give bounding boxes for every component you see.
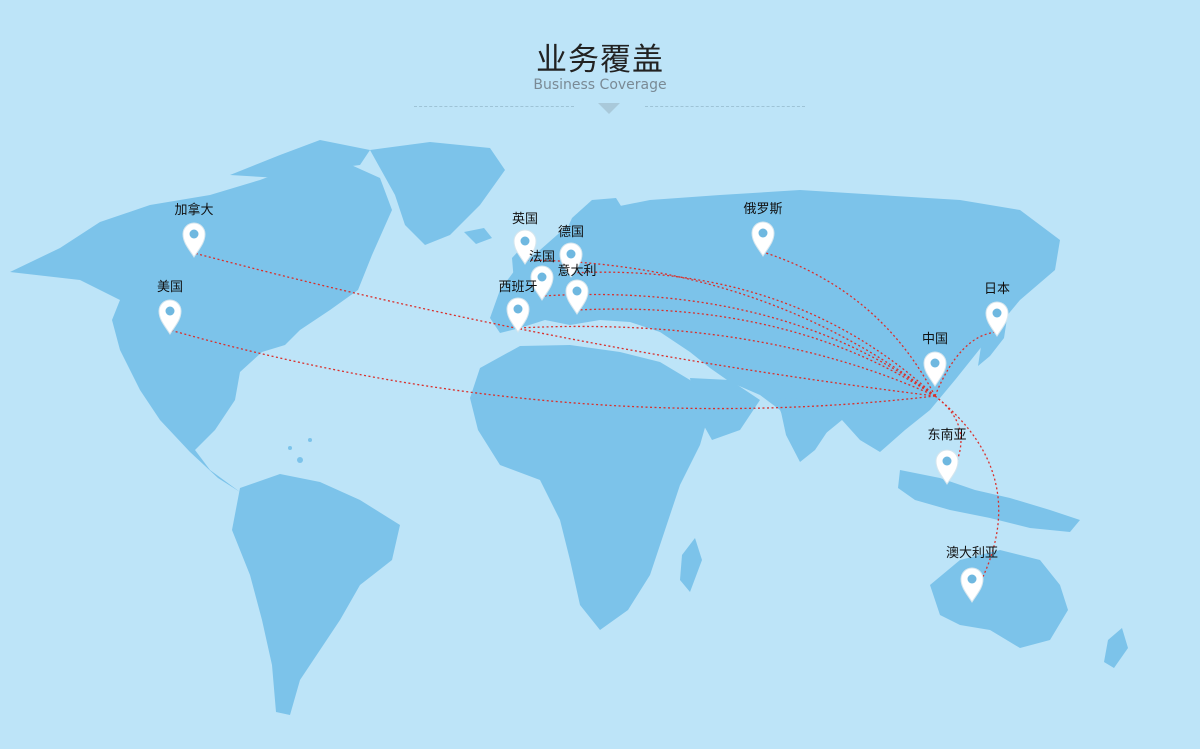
map-pin-dot — [758, 228, 768, 238]
land-new-zealand — [1104, 628, 1128, 668]
divider-left — [414, 106, 574, 107]
route-line-japan — [934, 331, 998, 397]
map-pin-dot — [165, 306, 175, 316]
route-line-sea — [934, 395, 962, 481]
land-madagascar — [680, 538, 702, 592]
land-masses — [10, 140, 1128, 715]
map-pin-icon-france[interactable] — [530, 265, 554, 301]
map-pin-dot — [537, 272, 547, 282]
map-pin-shape — [923, 351, 947, 387]
map-pin-icon-russia[interactable] — [751, 221, 775, 257]
map-pin-dot — [189, 229, 199, 239]
map-pin-dot — [942, 456, 952, 466]
location-label-hub: 中国 — [921, 332, 949, 347]
location-label-spain: 西班牙 — [498, 280, 538, 295]
land-se-asia-islands — [898, 470, 1080, 532]
map-pin-shape — [559, 242, 583, 278]
location-label-france: 法国 — [528, 250, 556, 265]
section-header: 业务覆盖 Business Coverage — [0, 0, 1200, 120]
route-line-france — [541, 293, 936, 397]
land-arctic-islands — [230, 140, 370, 178]
land-north-america — [10, 160, 392, 492]
map-pin-icon-usa[interactable] — [158, 299, 182, 335]
map-pin-dot — [992, 308, 1002, 318]
route-line-usa — [169, 329, 936, 410]
map-pin-icon-germany[interactable] — [559, 242, 583, 278]
land-caribbean-2 — [288, 446, 292, 450]
land-scandinavia — [560, 198, 626, 254]
map-pin-icon-hub[interactable] — [923, 351, 947, 387]
route-line-russia — [762, 251, 936, 397]
location-label-russia: 俄罗斯 — [743, 202, 783, 217]
land-iceland — [464, 228, 492, 244]
land-australia — [930, 550, 1068, 648]
location-label-germany: 德国 — [557, 225, 585, 240]
map-pin-shape — [506, 297, 530, 333]
location-label-usa: 美国 — [156, 280, 184, 295]
map-pin-icon-canada[interactable] — [182, 222, 206, 258]
map-pin-icon-japan[interactable] — [985, 301, 1009, 337]
land-africa — [470, 345, 710, 630]
location-markers — [158, 221, 1009, 603]
land-arabia — [690, 378, 760, 440]
location-label-uk: 英国 — [511, 212, 539, 227]
route-line-australia — [934, 395, 1000, 599]
land-greenland — [370, 142, 505, 245]
down-arrow-icon — [598, 103, 620, 114]
land-india — [778, 398, 835, 462]
land-south-america — [232, 474, 400, 715]
divider-right — [645, 106, 805, 107]
map-pin-dot — [520, 236, 530, 246]
location-label-sea: 东南亚 — [927, 428, 967, 443]
map-pin-icon-uk[interactable] — [513, 229, 537, 265]
route-lines — [169, 251, 1000, 599]
map-pin-shape — [935, 449, 959, 485]
location-label-australia: 澳大利亚 — [945, 546, 999, 561]
map-pin-dot — [967, 574, 977, 584]
map-pin-dot — [566, 249, 576, 259]
map-pin-shape — [182, 222, 206, 258]
map-pin-icon-spain[interactable] — [506, 297, 530, 333]
location-label-italy: 意大利 — [557, 264, 597, 279]
map-pin-dot — [930, 358, 940, 368]
map-pin-shape — [158, 299, 182, 335]
map-pin-shape — [513, 229, 537, 265]
route-line-italy — [576, 308, 936, 397]
section-subtitle: Business Coverage — [533, 77, 667, 93]
location-label-japan: 日本 — [983, 282, 1011, 297]
map-pin-shape — [530, 265, 554, 301]
map-pin-shape — [751, 221, 775, 257]
map-pin-dot — [513, 304, 523, 314]
map-pin-shape — [960, 567, 984, 603]
map-pin-shape — [985, 301, 1009, 337]
location-label-canada: 加拿大 — [174, 203, 214, 218]
map-pin-icon-sea[interactable] — [935, 449, 959, 485]
map-pin-dot — [572, 286, 582, 296]
land-caribbean-3 — [308, 438, 312, 442]
map-pin-icon-australia[interactable] — [960, 567, 984, 603]
route-line-uk — [524, 259, 936, 397]
map-pin-shape — [565, 279, 589, 315]
section-title: 业务覆盖 — [536, 42, 664, 78]
map-pin-icon-italy[interactable] — [565, 279, 589, 315]
land-caribbean-1 — [297, 457, 303, 463]
